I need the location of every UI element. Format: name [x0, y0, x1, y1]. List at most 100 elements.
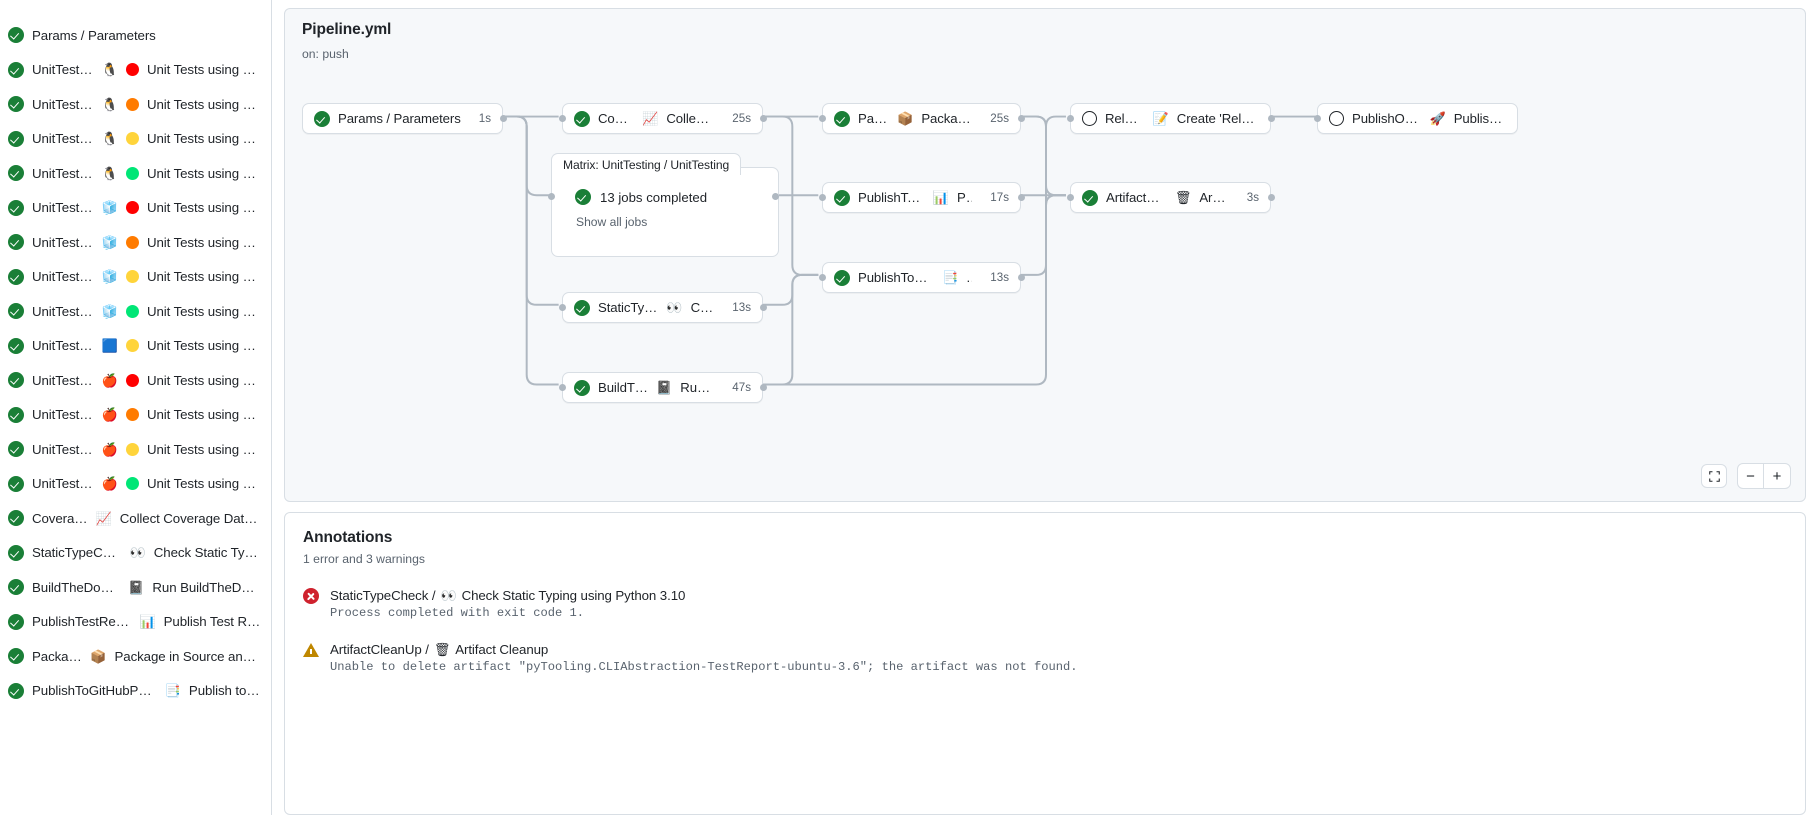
graph-node-label: Coverage /	[598, 111, 634, 126]
python-version-dot-icon	[125, 235, 139, 249]
sidebar-job-step-label: Publish to G...	[188, 683, 261, 699]
sidebar-job-item[interactable]: Package / 📦Package in Source and Wh...	[0, 639, 271, 674]
os-emoji-icon: 📈	[95, 510, 112, 526]
graph-node-step-label: Pu...	[957, 190, 973, 205]
graph-node-cleanup[interactable]: ArtifactCleanUp / 🗑Artifac...3s	[1070, 182, 1271, 213]
node-output-port	[759, 384, 767, 391]
success-check-icon	[8, 27, 24, 44]
node-output-port	[759, 304, 767, 311]
show-all-jobs-link[interactable]: Show all jobs	[576, 215, 648, 229]
annotation-job-label: ArtifactCleanUp /	[330, 642, 429, 657]
python-version-dot-icon	[125, 477, 139, 491]
sidebar-job-step-label: Package in Source and Wh...	[114, 648, 261, 664]
success-check-icon	[8, 441, 24, 458]
job-emoji-icon: 👀	[666, 300, 683, 315]
graph-node-pypi[interactable]: PublishOnPyPI / 🚀Publish to ...	[1317, 103, 1518, 134]
node-output-port	[759, 115, 767, 122]
fit-to-screen-button[interactable]	[1701, 464, 1727, 488]
python-version-dot-icon	[125, 339, 139, 353]
sidebar-job-item[interactable]: UnitTesting / 🧊Unit Tests using Pyth...	[0, 260, 271, 295]
sidebar-job-item[interactable]: StaticTypeCheck / 👀Check Static Typing..…	[0, 536, 271, 571]
node-input-port	[1066, 115, 1074, 122]
sidebar-job-item[interactable]: UnitTesting / 🍎Unit Tests using Pyth...	[0, 363, 271, 398]
sidebar-job-item[interactable]: UnitTesting / 🍎Unit Tests using Pyth...	[0, 432, 271, 467]
sidebar-job-step-label: Collect Coverage Data usi...	[119, 510, 261, 526]
sidebar-job-label: UnitTesting /	[32, 165, 94, 181]
matrix-jobs-label: 13 jobs completed	[600, 189, 708, 205]
sidebar-job-item[interactable]: UnitTesting / 🍎Unit Tests using Pyth...	[0, 467, 271, 502]
graph-node-builddocs[interactable]: BuildTheDocs / 📓Run Buil...47s	[562, 372, 763, 403]
graph-node-step-label: Collect Cove...	[666, 111, 714, 126]
sidebar-job-step-label: Unit Tests using Pyth...	[146, 96, 261, 112]
zoom-out-button[interactable]: −	[1738, 464, 1764, 488]
graph-node-duration: 47s	[732, 381, 751, 394]
annotation-item[interactable]: StaticTypeCheck / 👀Check Static Typing u…	[303, 588, 1787, 620]
sidebar-job-item[interactable]: UnitTesting / 🐧Unit Tests using Pyth...	[0, 156, 271, 191]
sidebar-job-item[interactable]: UnitTesting / 🧊Unit Tests using Pyth...	[0, 191, 271, 226]
node-input-port	[1313, 115, 1321, 122]
python-version-dot-icon	[125, 166, 139, 180]
zoom-in-button[interactable]: +	[1772, 467, 1782, 485]
sidebar-job-item[interactable]: UnitTesting / 🐧Unit Tests using Pyth...	[0, 53, 271, 88]
graph-node-duration: 25s	[732, 112, 751, 125]
success-check-icon	[8, 96, 24, 113]
sidebar-job-label: StaticTypeCheck /	[32, 545, 122, 561]
sidebar-job-item[interactable]: BuildTheDocs / 📓Run BuildTheDocs	[0, 570, 271, 605]
node-output-port	[499, 115, 507, 122]
zoom-controls[interactable]: − +	[1701, 463, 1791, 489]
node-input-port	[558, 304, 566, 311]
graph-node-step-label: Create 'Release P...	[1176, 111, 1259, 126]
sidebar-job-label: Package /	[32, 648, 83, 664]
success-check-icon	[8, 613, 24, 630]
sidebar-job-item[interactable]: UnitTesting / 🧊Unit Tests using Pyth...	[0, 225, 271, 260]
os-emoji-icon: 🍎	[101, 441, 118, 457]
annotation-message: Process completed with exit code 1.	[330, 606, 585, 620]
sidebar-job-item[interactable]: Coverage / 📈Collect Coverage Data usi...	[0, 501, 271, 536]
sidebar-job-item[interactable]: PublishTestResults / 📊Publish Test Resu.…	[0, 605, 271, 640]
annotations-title: Annotations	[303, 529, 393, 546]
sidebar-job-item[interactable]: UnitTesting / 🟦Unit Tests using Pyth...	[0, 329, 271, 364]
os-emoji-icon: 📊	[139, 614, 156, 630]
node-output-port	[1267, 115, 1275, 122]
sidebar-job-item[interactable]: PublishToGitHubPages / 📑Publish to G...	[0, 674, 271, 709]
graph-node-publishghp[interactable]: PublishToGitHubPages / 📑...13s	[822, 262, 1021, 293]
graph-node-package[interactable]: Package / 📦Package in So...25s	[822, 103, 1021, 134]
graph-node-duration: 1s	[478, 112, 491, 125]
sidebar-job-item[interactable]: UnitTesting / 🍎Unit Tests using Pyth...	[0, 398, 271, 433]
graph-node-label: Package /	[858, 111, 889, 126]
annotation-message: Unable to delete artifact "pyTooling.CLI…	[330, 660, 1078, 674]
os-emoji-icon: 🐧	[101, 131, 118, 147]
graph-node-statictype[interactable]: StaticTypeCheck / 👀Chec...13s	[562, 292, 763, 323]
success-check-icon	[8, 579, 24, 596]
graph-node-release[interactable]: Release / 📝Create 'Release P...	[1070, 103, 1271, 134]
annotations-summary: 1 error and 3 warnings	[303, 552, 425, 566]
annotation-job-label: StaticTypeCheck /	[330, 588, 436, 603]
graph-node-publishtr[interactable]: PublishTestResults / 📊Pu...17s	[822, 182, 1021, 213]
graph-node-step-label: Publish to ...	[1453, 111, 1506, 126]
sidebar-job-step-label: Unit Tests using Pyth...	[146, 200, 261, 216]
success-check-icon	[314, 110, 330, 127]
job-emoji-icon: 👀	[440, 588, 457, 603]
python-version-dot-icon	[125, 408, 139, 422]
matrix-output-port	[771, 192, 779, 200]
sidebar-job-item[interactable]: Params / Parameters	[0, 18, 271, 53]
os-emoji-icon: 🍎	[101, 372, 118, 388]
sidebar-job-label: UnitTesting /	[32, 269, 94, 285]
graph-edges	[502, 115, 1318, 386]
sidebar-job-item[interactable]: UnitTesting / 🧊Unit Tests using Pyth...	[0, 294, 271, 329]
job-emoji-icon: 📈	[642, 111, 659, 126]
node-input-port	[558, 384, 566, 391]
success-check-icon	[8, 130, 24, 147]
job-emoji-icon: 📓	[656, 380, 673, 395]
sidebar-job-step-label: Unit Tests using Pyth...	[146, 234, 261, 250]
graph-node-coverage[interactable]: Coverage / 📈 Collect Cove... 25s	[562, 103, 763, 134]
sidebar-job-item[interactable]: UnitTesting / 🐧Unit Tests using Pyth...	[0, 87, 271, 122]
sidebar-job-item[interactable]: UnitTesting / 🐧Unit Tests using Pyth...	[0, 122, 271, 157]
sidebar-job-step-label: Unit Tests using Pyth...	[146, 131, 261, 147]
sidebar-job-label: UnitTesting /	[32, 441, 94, 457]
os-emoji-icon: 🐧	[101, 96, 118, 112]
sidebar-job-step-label: Unit Tests using Pyth...	[146, 303, 261, 319]
